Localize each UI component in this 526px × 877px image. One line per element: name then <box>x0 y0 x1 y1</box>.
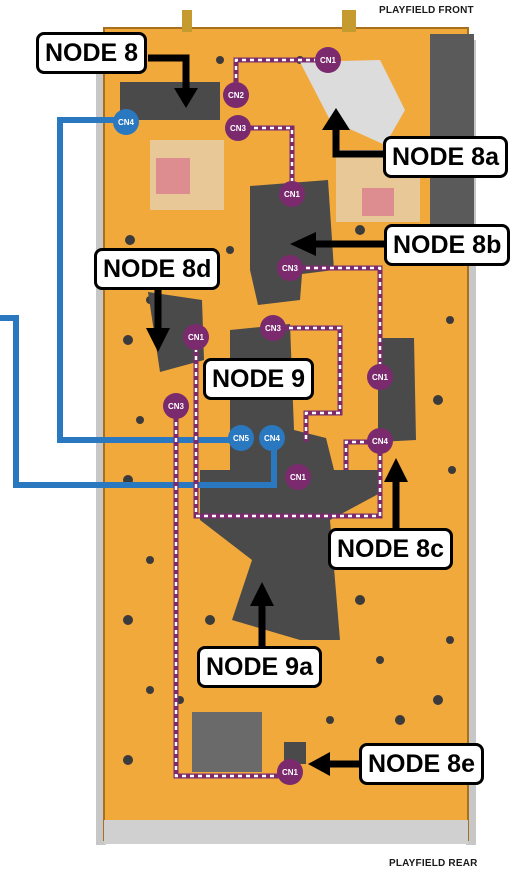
svg-text:CN3: CN3 <box>230 124 247 133</box>
node-8b-label: NODE 8b <box>384 224 511 266</box>
svg-text:CN3: CN3 <box>265 324 282 333</box>
connector-n8c-cn1: CN1 <box>367 364 393 390</box>
connector-n9-cn5: CN5 <box>228 425 254 451</box>
svg-text:CN1: CN1 <box>372 373 389 382</box>
connector-n9-cn3: CN3 <box>260 315 286 341</box>
board-node-8e <box>284 742 306 764</box>
playfield-components <box>123 56 456 774</box>
arrow-node-8e <box>308 752 362 776</box>
connector-badges-blue: CN4 CN5 CN4 <box>113 109 285 451</box>
pointer-arrows <box>146 54 408 776</box>
top-bracket-right <box>342 10 356 32</box>
svg-text:CN4: CN4 <box>372 437 389 446</box>
playfield-bottom-strip <box>104 820 468 844</box>
svg-text:CN1: CN1 <box>284 190 301 199</box>
board-node-8d <box>148 292 204 372</box>
ramp-mechanism <box>192 712 262 772</box>
connector-n8e-cn1: CN1 <box>277 759 303 785</box>
svg-text:CN1: CN1 <box>320 56 337 65</box>
board-node-8c <box>378 338 416 442</box>
connector-n8d-cn1: CN1 <box>183 324 209 350</box>
playfield-right-rail <box>466 40 476 845</box>
node-8c-label: NODE 8c <box>328 528 453 570</box>
connector-n8c-cn4: CN4 <box>367 428 393 454</box>
svg-text:CN4: CN4 <box>118 118 135 127</box>
board-node-8a <box>300 60 405 145</box>
connector-n9-cn4: CN4 <box>259 425 285 451</box>
connector-n8b-cn3: CN3 <box>277 255 303 281</box>
blue-cable-node8-cn4 <box>57 117 240 443</box>
arrow-node-8a <box>322 108 386 158</box>
connector-n8-cn2: CN2 <box>223 82 249 108</box>
connector-n8d-cn3: CN3 <box>163 393 189 419</box>
svg-text:CN1: CN1 <box>188 333 205 342</box>
arrow-node-9a <box>250 582 274 652</box>
connector-n8-cn4-blue: CN4 <box>113 109 139 135</box>
node-9a-label: NODE 9a <box>197 646 322 688</box>
svg-text:CN4: CN4 <box>264 434 281 443</box>
blue-cable-left-exit <box>0 315 277 488</box>
playfield-front-label: PLAYFIELD FRONT <box>379 5 474 16</box>
node-8e-label: NODE 8e <box>359 743 484 785</box>
connector-n8b-cn1: CN1 <box>279 181 305 207</box>
blue-cables <box>0 117 277 488</box>
board-node-8 <box>120 82 220 120</box>
connector-n9-cn1: CN1 <box>285 464 311 490</box>
playfield-top-right-block <box>430 34 474 224</box>
connector-n8-cn3: CN3 <box>225 115 251 141</box>
node-8-label: NODE 8 <box>36 32 148 74</box>
connector-badges: CN1 CN2 CN3 CN1 CN3 CN3 CN1 CN1 CN3 CN4 … <box>163 47 393 785</box>
svg-text:CN3: CN3 <box>282 264 299 273</box>
svg-text:CN5: CN5 <box>233 434 250 443</box>
svg-text:CN1: CN1 <box>290 473 307 482</box>
svg-text:CN3: CN3 <box>168 402 185 411</box>
node-8a-label: NODE 8a <box>383 136 508 178</box>
arrow-node-8c <box>384 458 408 528</box>
arrow-node-8d <box>146 288 170 352</box>
top-bracket-left <box>182 10 192 32</box>
board-node-9a <box>200 470 382 640</box>
node-8d-label: NODE 8d <box>94 248 221 290</box>
svg-text:CN1: CN1 <box>282 768 299 777</box>
node-9-label: NODE 9 <box>203 358 315 400</box>
playfield-rear-label: PLAYFIELD REAR <box>389 858 478 869</box>
svg-text:CN2: CN2 <box>228 91 245 100</box>
connector-n8-cn1: CN1 <box>315 47 341 73</box>
arrow-node-8 <box>148 54 198 108</box>
left-flipper-mech <box>150 140 224 210</box>
arrow-node-8b <box>290 232 386 256</box>
board-node-8b <box>250 180 334 305</box>
